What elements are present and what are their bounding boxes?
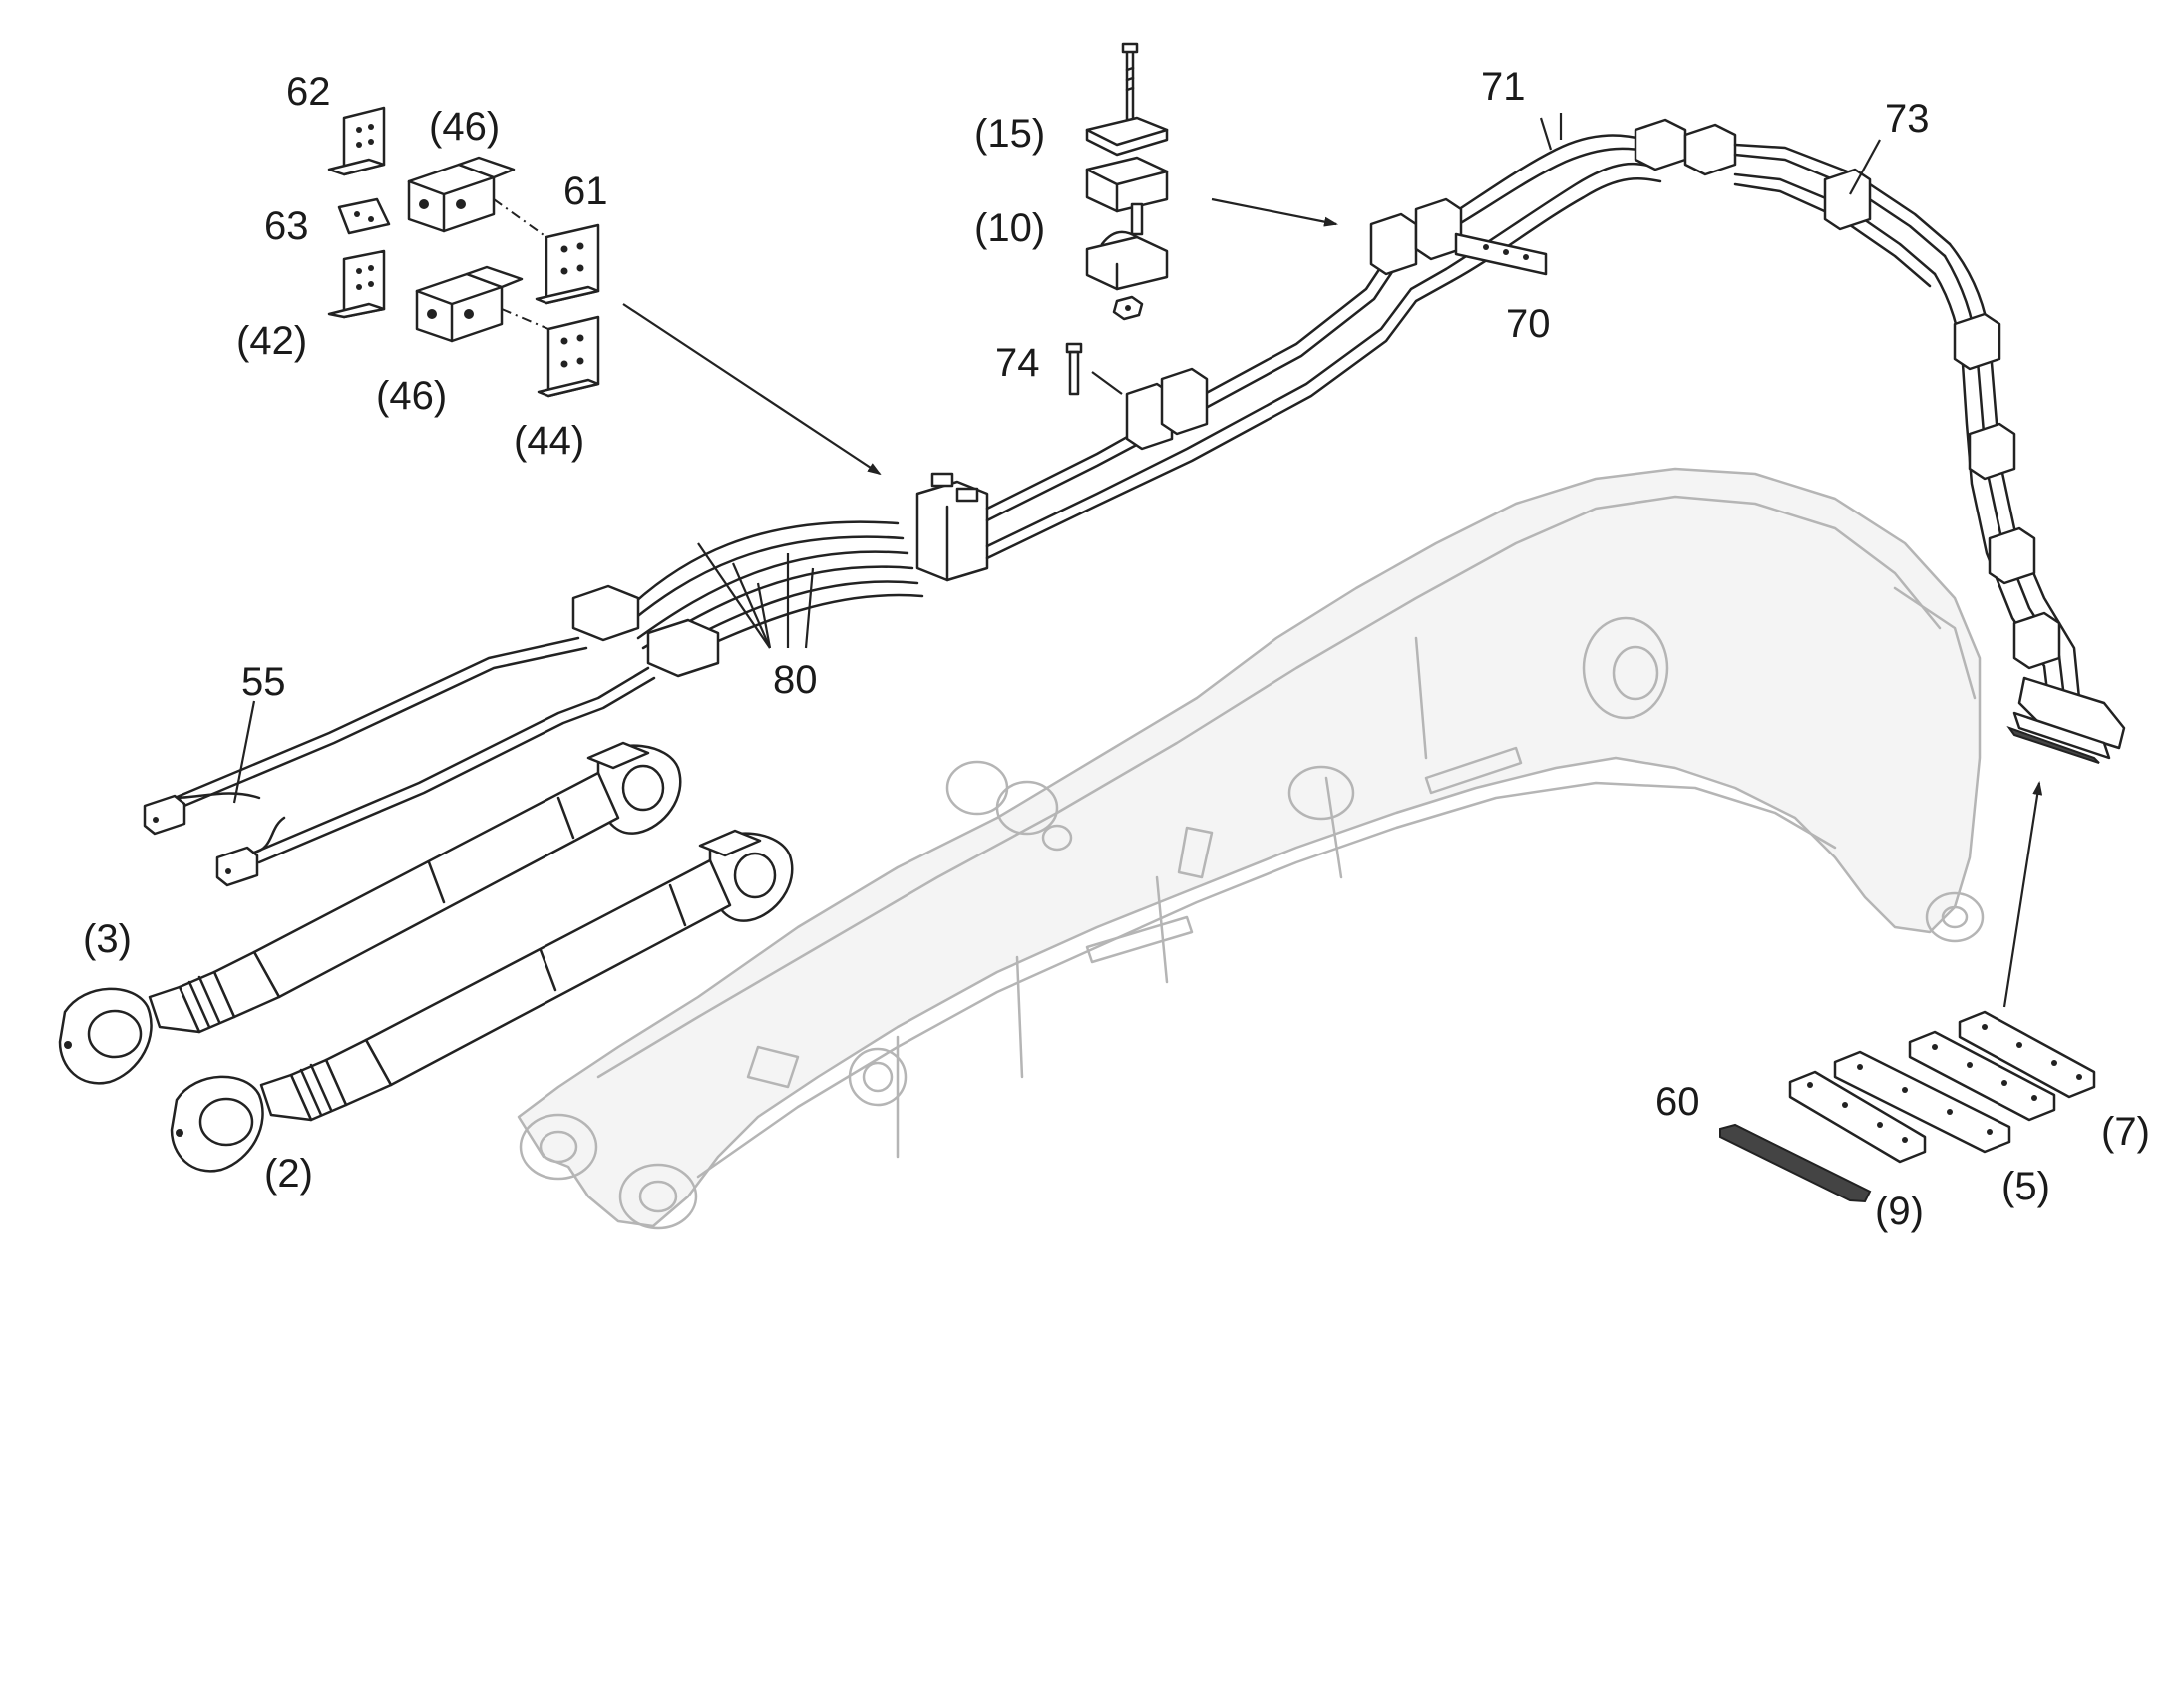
callout-71: 71	[1481, 65, 1526, 109]
leader-lines	[232, 113, 2043, 1008]
callout-3: (3)	[83, 917, 132, 961]
callout-80: 80	[773, 658, 818, 702]
callout-labels: 62 (46) 61 63 (42) (46) (44) (15) (10) 7…	[83, 65, 2150, 1233]
hydraulic-piping	[173, 118, 2126, 864]
callout-15: (15)	[974, 112, 1045, 156]
bolt-74	[1065, 342, 1083, 396]
cylinder-2	[170, 829, 794, 1173]
bracket-44	[537, 315, 600, 398]
callout-7: (7)	[2101, 1110, 2150, 1154]
plate-set	[1719, 1010, 2096, 1203]
plate-63	[337, 197, 391, 235]
callout-74: 74	[995, 341, 1040, 385]
callout-73: 73	[1885, 97, 1930, 141]
callout-62: 62	[286, 70, 331, 114]
callout-9: (9)	[1875, 1190, 1924, 1233]
callout-63: 63	[264, 204, 309, 248]
bracket-42	[327, 249, 386, 319]
bracket-group	[327, 106, 600, 398]
callout-70: 70	[1506, 302, 1551, 346]
callout-61: 61	[563, 170, 608, 213]
cylinder-3	[58, 741, 682, 1085]
callout-10: (10)	[974, 206, 1045, 250]
callout-5: (5)	[2001, 1165, 2050, 1208]
strip-60	[1719, 1123, 1872, 1203]
callout-60: 60	[1655, 1080, 1700, 1124]
callout-44: (44)	[514, 419, 584, 463]
boom-body	[517, 467, 1982, 1228]
callout-55: 55	[241, 660, 286, 704]
callout-46-upper: (46)	[429, 105, 500, 149]
callout-2: (2)	[264, 1152, 313, 1196]
callout-42: (42)	[236, 319, 307, 363]
cable-harness-55	[143, 792, 286, 887]
block-46-upper	[407, 156, 516, 233]
clamp-stack	[1085, 42, 1169, 321]
block-46-lower	[415, 265, 524, 343]
callout-46-lower: (46)	[376, 374, 447, 418]
bracket-62	[327, 106, 386, 176]
bracket-61	[535, 223, 600, 305]
boom-structure	[517, 467, 1985, 1230]
